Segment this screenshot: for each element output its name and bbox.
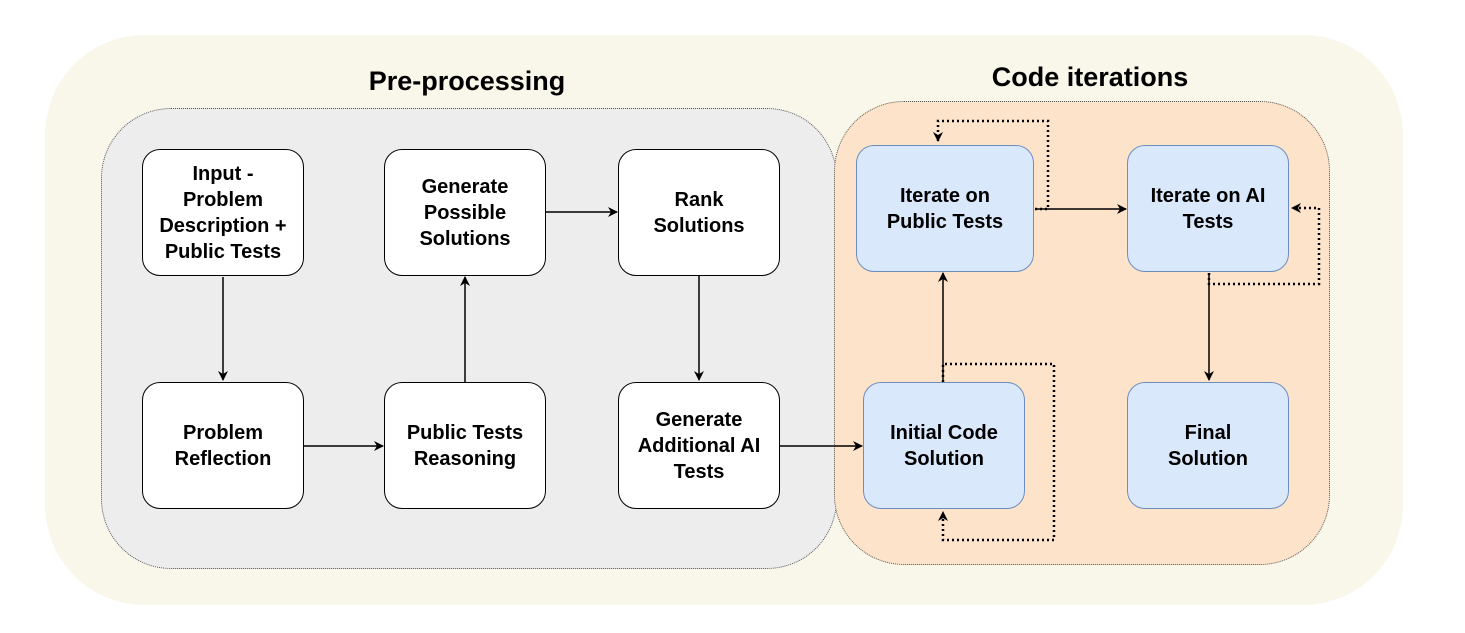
final-solution-node-label: Final Solution <box>1168 421 1248 470</box>
initial-code-solution-node-label: Initial Code Solution <box>890 421 998 470</box>
rank-solutions-node: Rank Solutions <box>618 149 780 276</box>
code-iterations-title: Code iterations <box>991 62 1189 92</box>
generate-solutions-node-label: Generate Possible Solutions <box>419 175 511 250</box>
iterate-public-tests-node: Iterate on Public Tests <box>856 145 1034 272</box>
preprocessing-title: Pre-processing <box>368 66 566 96</box>
generate-ai-tests-node: Generate Additional AI Tests <box>618 382 780 509</box>
problem-reflection-node-label: Problem Reflection <box>174 421 272 470</box>
iterate-ai-tests-node: Iterate on AI Tests <box>1127 145 1289 272</box>
input-node: Input - Problem Description + Public Tes… <box>142 149 304 276</box>
public-tests-reasoning-node: Public Tests Reasoning <box>384 382 546 509</box>
initial-code-solution-node: Initial Code Solution <box>863 382 1025 509</box>
rank-solutions-node-label: Rank Solutions <box>653 188 745 237</box>
public-tests-reasoning-node-label: Public Tests Reasoning <box>406 421 524 470</box>
loop-iterate-ai <box>1207 203 1321 286</box>
loop-initial-code <box>938 362 1056 542</box>
iterate-public-tests-node-label: Iterate on Public Tests <box>886 184 1004 233</box>
generate-solutions-node: Generate Possible Solutions <box>384 149 546 276</box>
input-node-label: Input - Problem Description + Public Tes… <box>159 162 287 263</box>
iterate-ai-tests-node-label: Iterate on AI Tests <box>1150 184 1266 233</box>
problem-reflection-node: Problem Reflection <box>142 382 304 509</box>
generate-ai-tests-node-label: Generate Additional AI Tests <box>637 408 761 483</box>
loop-iterate-public <box>933 119 1050 211</box>
final-solution-node: Final Solution <box>1127 382 1289 509</box>
